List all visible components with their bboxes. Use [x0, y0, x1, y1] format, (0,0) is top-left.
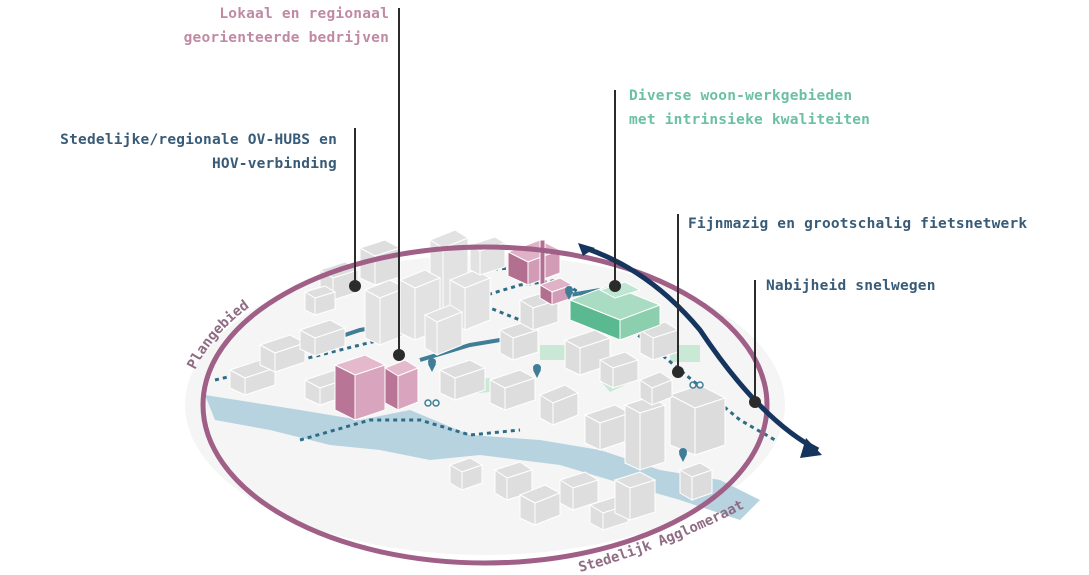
leader-dots	[349, 280, 761, 408]
label-highways: Nabijheid snelwegen	[766, 278, 936, 294]
label-companies-line1: Lokaal en regionaal	[219, 6, 389, 22]
label-companies: Lokaal en regionaal georienteerde bedrij…	[130, 2, 389, 50]
label-ov-hubs: Stedelijke/regionale OV-HUBS en HOV-verb…	[0, 128, 337, 176]
mixed-use-block	[568, 281, 662, 341]
buildings	[228, 229, 727, 531]
leader-lines	[354, 8, 756, 400]
label-ov-hubs-line1: Stedelijke/regionale OV-HUBS en	[60, 132, 337, 148]
river	[205, 395, 760, 520]
highway-arrow-tail	[578, 243, 595, 256]
label-companies-line2: georienteerde bedrijven	[183, 30, 389, 46]
highway-arrowhead	[800, 438, 822, 458]
company-buildings	[333, 239, 574, 421]
label-ov-hubs-line2: HOV-verbinding	[211, 156, 337, 172]
highway-arrow	[584, 245, 820, 453]
label-bike-network: Fijnmazig en grootschalig fietsnetwerk	[688, 216, 1028, 232]
bike-icon	[424, 381, 704, 407]
label-living-working-line2: met intrinsieke kwaliteiten	[629, 112, 871, 128]
label-living-working: Diverse woon-werkgebieden met intrinsiek…	[629, 84, 870, 132]
label-living-working-line1: Diverse woon-werkgebieden	[629, 88, 853, 104]
agglomeration-ring	[200, 244, 770, 566]
location-pin-icon	[428, 286, 687, 462]
